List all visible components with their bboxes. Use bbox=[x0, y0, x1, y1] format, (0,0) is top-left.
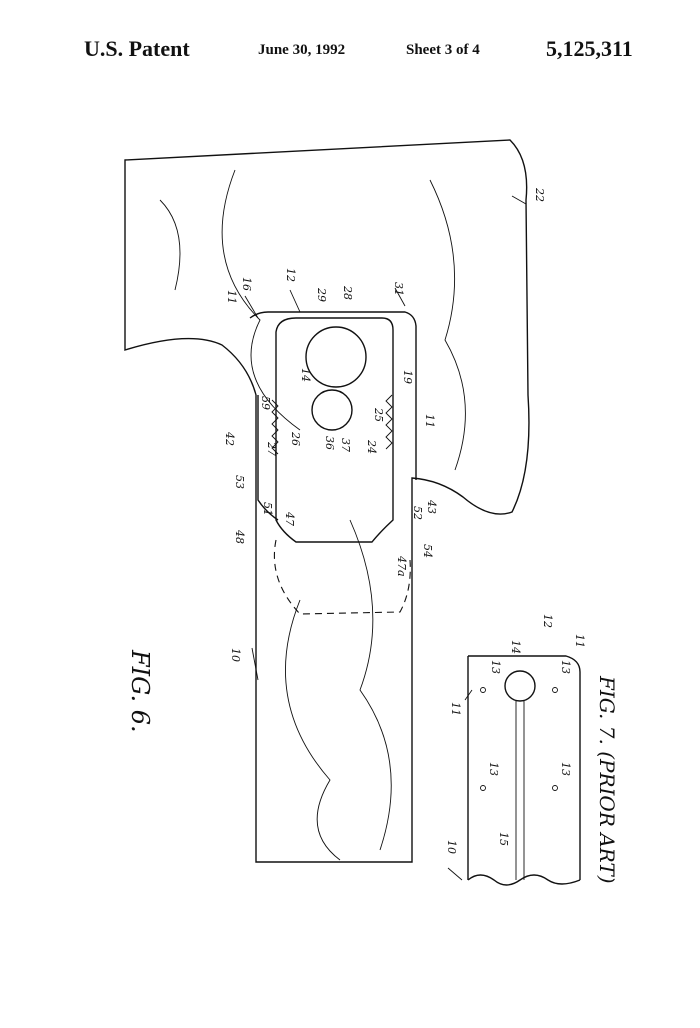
svg-text:16: 16 bbox=[240, 277, 253, 291]
svg-text:22: 22 bbox=[533, 187, 546, 202]
svg-text:48: 48 bbox=[233, 529, 246, 544]
svg-text:24: 24 bbox=[365, 439, 378, 454]
patent-label: U.S. Patent bbox=[84, 36, 190, 61]
svg-text:10: 10 bbox=[445, 840, 458, 854]
svg-text:19: 19 bbox=[401, 370, 414, 384]
svg-text:43: 43 bbox=[425, 499, 438, 514]
svg-text:11: 11 bbox=[573, 634, 586, 648]
svg-text:12: 12 bbox=[541, 614, 554, 628]
svg-text:13: 13 bbox=[487, 762, 500, 776]
svg-text:11: 11 bbox=[225, 290, 238, 304]
svg-text:15: 15 bbox=[497, 832, 510, 846]
svg-text:31: 31 bbox=[392, 282, 405, 296]
svg-text:47a: 47a bbox=[395, 555, 408, 577]
svg-text:27: 27 bbox=[265, 441, 278, 456]
fig7-reference-numerals: 13 14 12 13 11 11 13 13 15 10 bbox=[445, 614, 586, 854]
sheet-number: Sheet 3 of 4 bbox=[406, 42, 480, 58]
svg-text:12: 12 bbox=[284, 268, 297, 282]
svg-text:14: 14 bbox=[299, 368, 312, 382]
svg-text:36: 36 bbox=[323, 436, 336, 450]
svg-text:28: 28 bbox=[341, 285, 354, 300]
svg-text:42: 42 bbox=[223, 431, 236, 446]
svg-text:14: 14 bbox=[509, 640, 522, 654]
svg-text:26: 26 bbox=[289, 431, 302, 446]
svg-text:53: 53 bbox=[233, 475, 246, 489]
bolt-large bbox=[305, 326, 367, 388]
patent-number: 5,125,311 bbox=[546, 36, 633, 61]
patent-date: June 30, 1992 bbox=[258, 42, 346, 58]
svg-text:10: 10 bbox=[229, 648, 242, 662]
svg-text:37: 37 bbox=[339, 438, 352, 452]
svg-text:11: 11 bbox=[449, 702, 462, 716]
svg-text:59: 59 bbox=[259, 396, 272, 410]
fig6-reference-numerals: 22 11 16 12 29 28 31 14 19 59 25 11 42 2… bbox=[223, 187, 546, 662]
bolt-small bbox=[311, 389, 353, 431]
svg-text:54: 54 bbox=[421, 544, 434, 558]
svg-text:11: 11 bbox=[423, 414, 436, 428]
svg-text:29: 29 bbox=[315, 287, 328, 302]
svg-text:47: 47 bbox=[283, 511, 296, 526]
svg-text:13: 13 bbox=[489, 660, 502, 674]
svg-text:13: 13 bbox=[559, 762, 572, 776]
svg-text:52: 52 bbox=[411, 506, 424, 520]
fig7-drawing bbox=[447, 655, 581, 886]
fig6-drawing bbox=[124, 139, 530, 863]
fig7-caption: FIG. 7. (PRIOR ART) bbox=[595, 675, 619, 884]
fig6-caption: FIG. 6. bbox=[126, 649, 154, 733]
svg-text:51: 51 bbox=[261, 502, 274, 516]
svg-text:13: 13 bbox=[559, 660, 572, 674]
svg-text:25: 25 bbox=[372, 407, 385, 422]
